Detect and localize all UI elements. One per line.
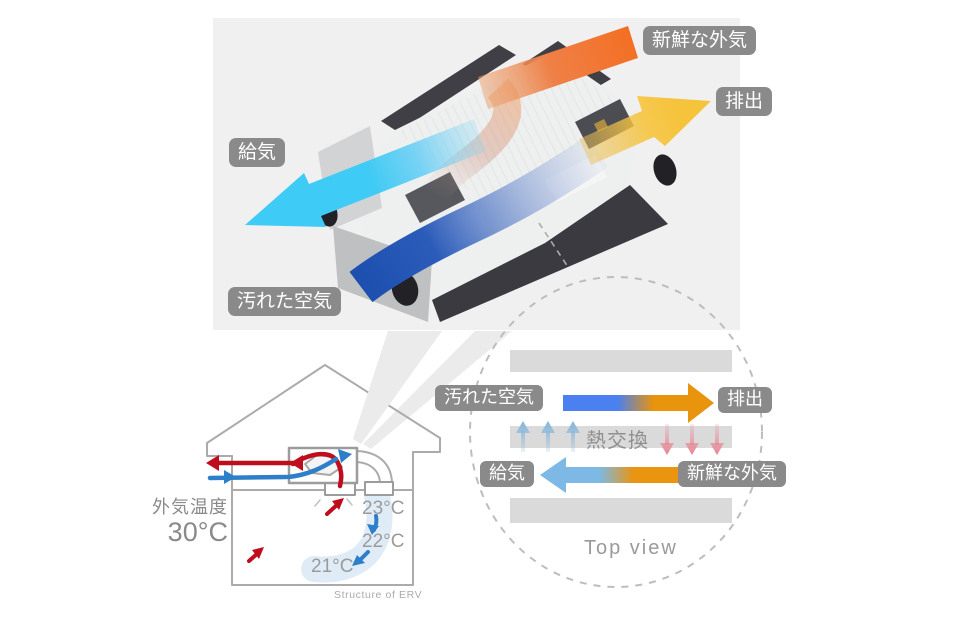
- supply-flow-blue: [207, 449, 379, 566]
- outside-temp-label: 外気温度: [152, 497, 228, 517]
- fresh-air-inner-flow: [421, 78, 522, 205]
- label-supply: 給気: [229, 138, 286, 168]
- topview-label-exhaust: 排出: [718, 387, 772, 413]
- exhaust-arrow: [579, 96, 711, 165]
- heat-up-arrows: [516, 421, 580, 452]
- vent-right: [364, 481, 394, 496]
- label-dirty-air: 汚れた空気: [228, 287, 342, 317]
- roof: [206, 364, 441, 444]
- housing-bar-bottom: [510, 498, 732, 523]
- duct-port-right: [653, 154, 677, 186]
- heat-exchange-label: 熱交換: [586, 430, 649, 452]
- outside-temp-value: 30°C: [167, 516, 228, 547]
- house-diagram: [206, 331, 442, 586]
- top-view-fresh-to-supply-arrow: [540, 457, 680, 493]
- rising-air-ticks: [314, 498, 353, 507]
- supply-arrow: [245, 119, 486, 227]
- topview-label-dirty-air: 汚れた空気: [435, 385, 543, 411]
- exhaust-flow-red: [206, 451, 344, 563]
- housing-bar-top: [510, 350, 732, 372]
- outside-temperature: 外気温度 30°C: [142, 497, 228, 547]
- label-fresh-air: 新鮮な外気: [643, 26, 757, 56]
- airflow-arrows: [245, 26, 711, 303]
- duct-inner: [356, 461, 381, 483]
- top-view-dirty-to-exhaust-arrow: [563, 383, 714, 423]
- topview-label-fresh-air: 新鮮な外気: [678, 461, 786, 487]
- dashed-circle: [469, 276, 763, 588]
- fresh-air-arrow: [478, 26, 638, 109]
- temp-low: 21°C: [311, 556, 354, 577]
- label-exhaust: 排出: [716, 87, 773, 117]
- dirty-air-arrow: [349, 135, 609, 303]
- heat-down-arrows: [660, 424, 724, 455]
- topview-caption: Top view: [584, 537, 678, 559]
- walls: [231, 451, 414, 586]
- dashed-connector: [538, 222, 569, 268]
- temp-ceiling: 23°C: [362, 498, 405, 519]
- temp-mid: 22°C: [362, 531, 405, 552]
- topview-label-supply: 給気: [480, 461, 534, 487]
- beam-overlay: [353, 331, 442, 444]
- structure-caption: Structure of ERV: [334, 589, 423, 601]
- duct-outer: [356, 450, 393, 483]
- heat-exchange-bar: [510, 426, 732, 448]
- top-view-diagram: [469, 276, 763, 588]
